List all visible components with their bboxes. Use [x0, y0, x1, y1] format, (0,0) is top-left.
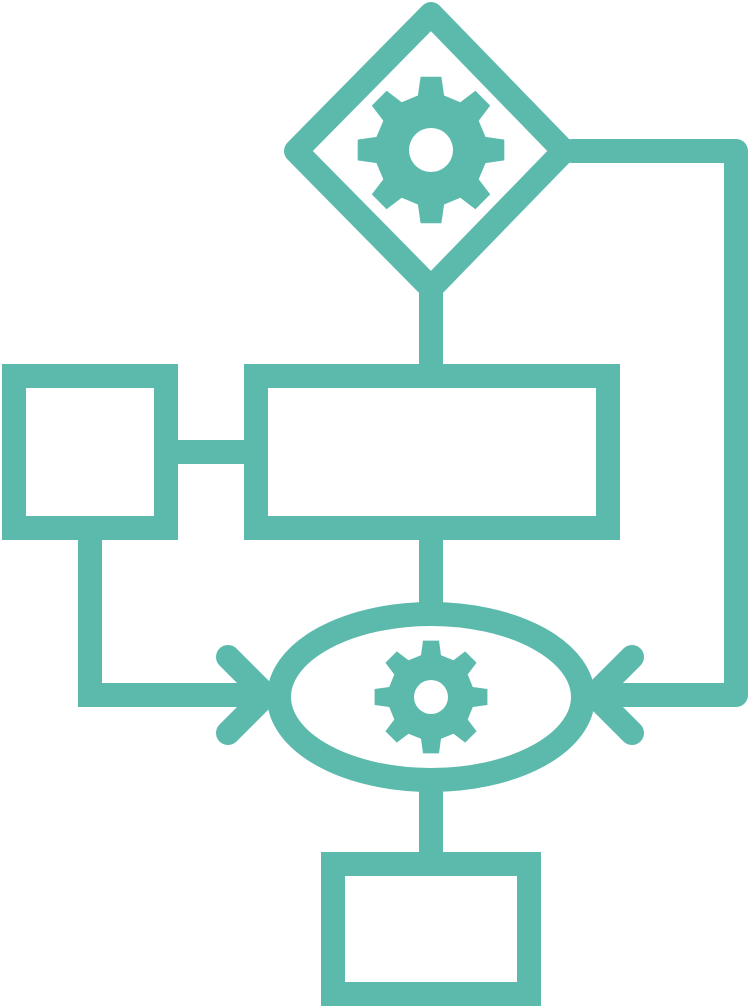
connector-sidebox-to-merge [78, 528, 270, 707]
output-box [321, 852, 541, 1006]
connector-diamond-to-loop [560, 139, 748, 707]
arrowhead-left [216, 645, 278, 745]
connectors [78, 139, 748, 864]
gear-hole [409, 128, 453, 172]
gear-icon [357, 76, 505, 224]
side-box [2, 364, 178, 540]
gear-icon [374, 640, 488, 754]
gear-hole [414, 680, 448, 714]
decision-diamond [284, 2, 576, 300]
process-box [244, 364, 620, 540]
merge-ellipse [267, 602, 595, 792]
